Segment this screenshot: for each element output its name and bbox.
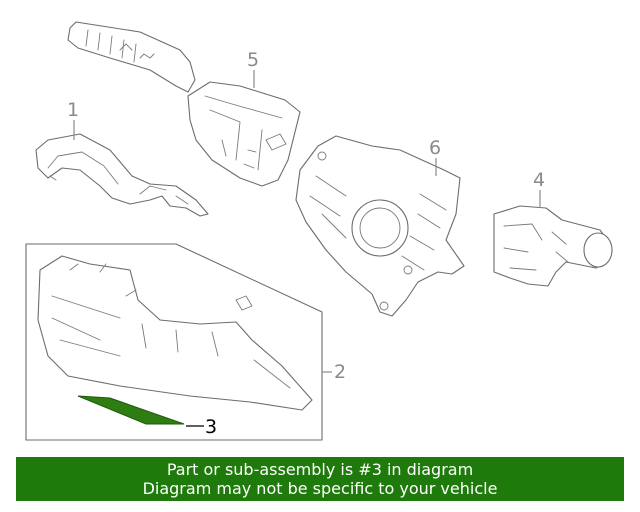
part-5-combination-switch[interactable] [67, 21, 301, 187]
banner-line-2: Diagram may not be specific to your vehi… [142, 479, 498, 498]
part-2-lower-column-cover[interactable] [25, 243, 323, 441]
banner-line-1: Part or sub-assembly is #3 in diagram [166, 460, 474, 479]
callout-4: 4 [533, 169, 545, 191]
callout-6: 6 [429, 137, 441, 159]
part-3-highlighted-panel[interactable] [77, 395, 185, 425]
parts-diagram: 1 5 6 4 2 3 [25, 21, 613, 441]
callout-2: 2 [334, 361, 346, 383]
info-banner: Part or sub-assembly is #3 in diagram Di… [16, 457, 624, 501]
part-1-upper-column-cover[interactable] [35, 133, 209, 217]
callout-5: 5 [247, 49, 259, 71]
callout-1: 1 [67, 99, 79, 121]
part-6-column-housing[interactable] [295, 135, 465, 317]
part-4-headlight-switch[interactable] [493, 205, 613, 287]
callout-3: 3 [205, 416, 217, 438]
part-3-shape [77, 395, 185, 425]
